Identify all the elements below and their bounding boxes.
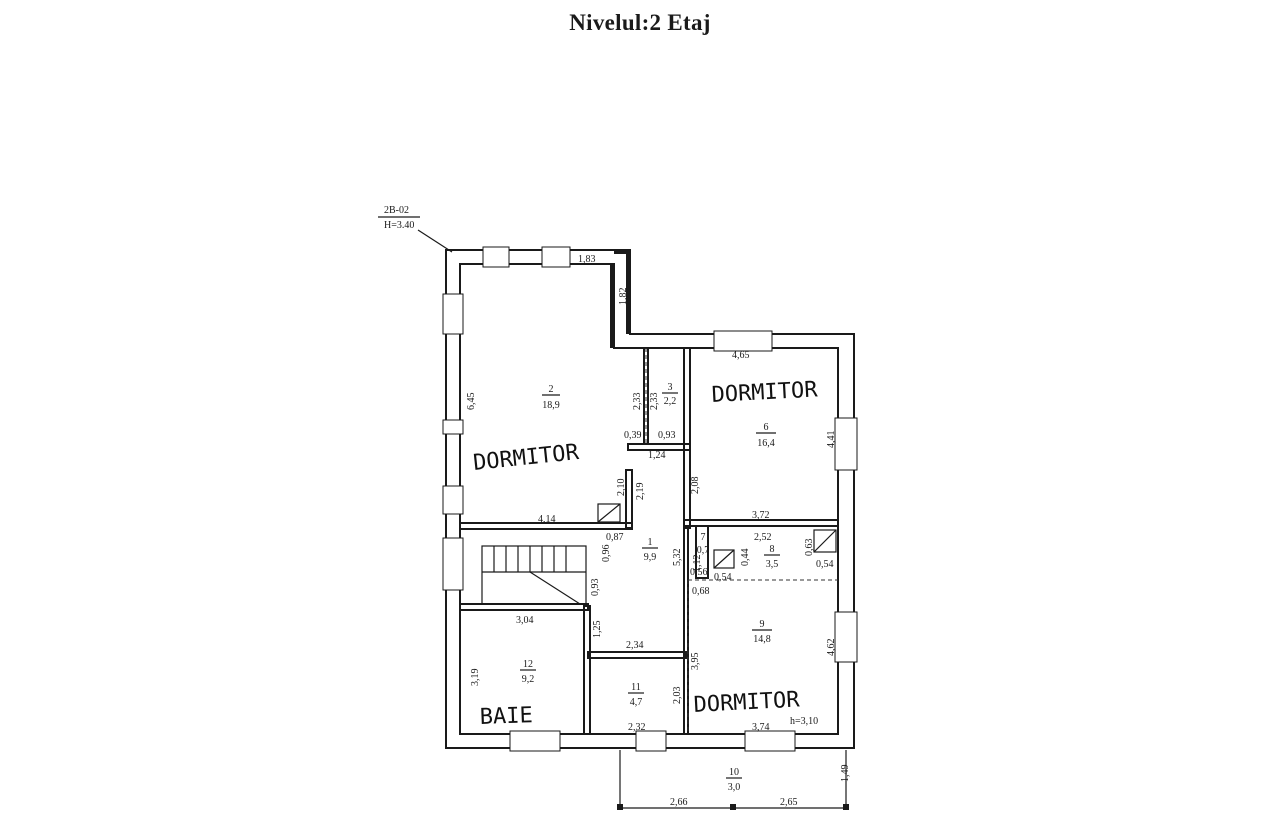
room-name-dormitor: DORMITOR xyxy=(711,377,819,408)
room-number: 6 xyxy=(764,422,769,433)
dimension: 0,68 xyxy=(692,586,710,597)
window xyxy=(442,485,464,515)
dimension: 1,83 xyxy=(578,254,596,265)
room-area: 3,5 xyxy=(766,559,779,570)
dimension: 3,95 xyxy=(690,653,701,671)
window xyxy=(509,730,561,752)
room-area: 9,9 xyxy=(644,552,657,563)
exterior-walls xyxy=(442,246,858,752)
window xyxy=(482,246,510,268)
room-area: 2,2 xyxy=(664,396,677,407)
window xyxy=(442,293,464,335)
room-number: 3 xyxy=(668,382,673,393)
interior-walls xyxy=(459,347,839,735)
room-labels: 2 18,9 3 2,2 6 16,4 1 9,9 7 0,7 8 3,5 9 … xyxy=(520,382,780,793)
dimension: 6,45 xyxy=(466,393,477,411)
dimension: 3,04 xyxy=(516,615,534,626)
room-number: 1 xyxy=(648,537,653,548)
dimension: 2,33 xyxy=(632,393,643,411)
room-number: 2 xyxy=(549,384,554,395)
room-area: 0,7 xyxy=(697,545,710,556)
room-number: 7 xyxy=(701,532,706,543)
room-number: 12 xyxy=(523,659,533,670)
staircase xyxy=(481,545,587,605)
dimension: 2,52 xyxy=(754,532,772,543)
dimension: 3,72 xyxy=(752,510,770,521)
dimension: 0,93 xyxy=(658,430,676,441)
dimension: 1,24 xyxy=(648,450,666,461)
dimension: 2,34 xyxy=(626,640,644,651)
dimension: 2,19 xyxy=(635,483,646,501)
room-area: 9,2 xyxy=(522,674,535,685)
room-number: 10 xyxy=(729,767,739,778)
window xyxy=(442,537,464,591)
dimension: 4,62 xyxy=(826,639,837,657)
dimension-labels: 1,83 1,82 4,65 6,45 2,33 2,33 0,39 0,93 … xyxy=(466,254,851,808)
window xyxy=(744,730,796,752)
dimension: 2,65 xyxy=(780,797,798,808)
window xyxy=(834,611,858,663)
window xyxy=(635,730,667,752)
dimension: 0,56 xyxy=(690,567,708,578)
room-area: 16,4 xyxy=(757,438,775,449)
dimension: 0,54 xyxy=(714,572,732,583)
dimension: 0,54 xyxy=(816,559,834,570)
dimension: 0,39 xyxy=(624,430,642,441)
room-name-dormitor: DORMITOR xyxy=(693,687,801,718)
room-number: 9 xyxy=(760,619,765,630)
dimension: 1,25 xyxy=(592,621,603,639)
dimension: 5,32 xyxy=(672,549,683,567)
window xyxy=(834,417,858,471)
room-name-baie: BAIE xyxy=(479,703,533,730)
room-area: 14,8 xyxy=(753,634,771,645)
room-area: 4,7 xyxy=(630,697,643,708)
dimension: 0,87 xyxy=(606,532,624,543)
ventilation-shafts xyxy=(597,503,837,569)
room-number: 8 xyxy=(770,544,775,555)
dimension: 2,32 xyxy=(628,722,646,733)
room-names: DORMITOR DORMITOR DORMITOR BAIE xyxy=(472,377,819,730)
dimension: 1,12 xyxy=(692,555,703,573)
dimension: 0,44 xyxy=(740,549,751,567)
wall-tag: 2B-02 H=3.40 xyxy=(378,205,453,253)
room-number: 11 xyxy=(631,682,641,693)
room-area: 3,0 xyxy=(728,782,741,793)
ceiling-height: h=3,10 xyxy=(790,716,818,727)
dimension: 1,82 xyxy=(618,288,629,306)
room-name-dormitor: DORMITOR xyxy=(472,440,581,476)
dimension: 0,63 xyxy=(804,539,815,557)
dimension: 2,66 xyxy=(670,797,688,808)
dimension: 4,41 xyxy=(826,431,837,449)
wall-tag-code: 2B-02 xyxy=(384,205,409,216)
dimension: 2,03 xyxy=(672,687,683,705)
dimension: 3,74 xyxy=(752,722,770,733)
wall-tag-height: H=3.40 xyxy=(384,220,414,231)
dimension: 4,14 xyxy=(538,514,556,525)
room-area: 18,9 xyxy=(542,400,560,411)
dimension: 2,33 xyxy=(649,393,660,411)
balcony xyxy=(617,750,849,810)
dimension: 3,19 xyxy=(470,669,481,687)
dimension: 2,08 xyxy=(690,477,701,495)
dimension: 0,96 xyxy=(601,545,612,563)
window xyxy=(442,419,464,435)
dimension: 1,49 xyxy=(840,765,851,783)
window xyxy=(541,246,571,268)
dimension: 0,93 xyxy=(590,579,601,597)
page-title: Nivelul:2 Etaj xyxy=(569,10,711,35)
dimension: 4,65 xyxy=(732,350,750,361)
window xyxy=(713,330,773,352)
dimension: 2,10 xyxy=(616,479,627,497)
